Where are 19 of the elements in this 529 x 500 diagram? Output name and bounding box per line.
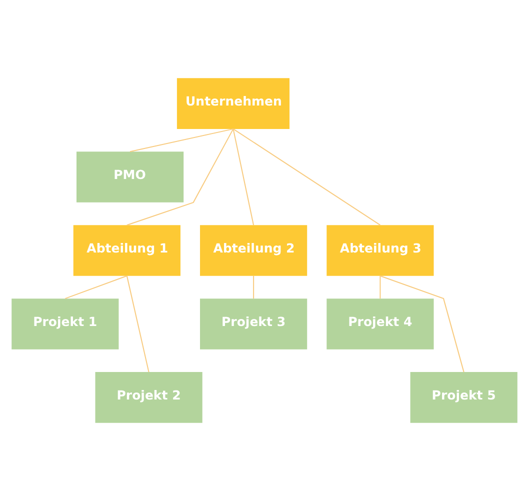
connector (126, 275, 150, 372)
node-box: Unternehmen (176, 78, 290, 128)
node-box: Projekt 1 (12, 298, 119, 349)
connector (253, 275, 254, 298)
connector (130, 128, 234, 152)
connector (64, 274, 128, 299)
node-box: Projekt 5 (410, 372, 518, 422)
connector (380, 275, 381, 298)
connector (232, 128, 254, 225)
connector (380, 274, 464, 372)
connector (126, 128, 234, 226)
node-box: Abteilung 1 (73, 224, 180, 276)
node-box: Projekt 4 (326, 298, 434, 349)
node-box: PMO (76, 151, 184, 202)
node-box: Abteilung 2 (200, 224, 308, 276)
node-box: Projekt 2 (95, 372, 202, 422)
node-box: Projekt 3 (200, 298, 308, 349)
connector (232, 128, 380, 226)
node-box: Abteilung 3 (326, 224, 434, 276)
